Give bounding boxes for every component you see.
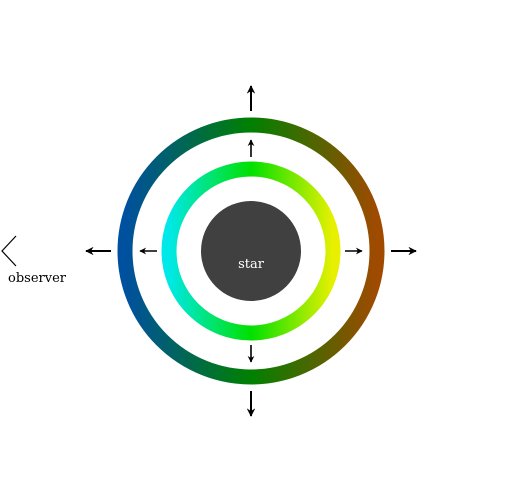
inner-expansion-arrows (139, 139, 363, 363)
observer-eye-icon (1, 235, 17, 267)
outer-expansion-arrows (85, 85, 417, 417)
observer-label: observer (8, 271, 67, 286)
outer-shell-ring (117, 117, 385, 385)
star-disc (201, 201, 301, 301)
inner-shell-ring (161, 161, 341, 341)
star-label: star (238, 257, 265, 272)
